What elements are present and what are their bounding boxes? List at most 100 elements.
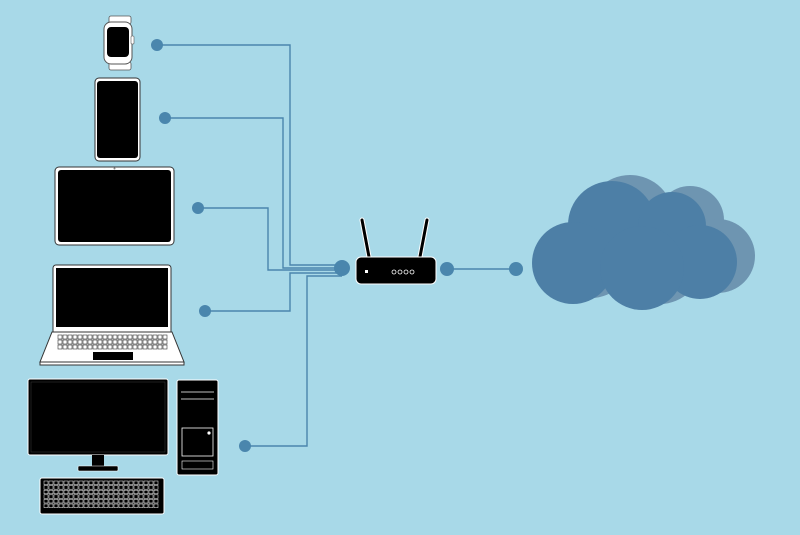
key xyxy=(153,480,159,485)
key xyxy=(92,334,98,340)
key xyxy=(143,494,149,499)
key xyxy=(103,485,109,490)
key xyxy=(132,334,138,340)
key xyxy=(132,339,138,345)
key xyxy=(108,503,114,508)
key xyxy=(58,489,64,495)
key xyxy=(138,499,144,504)
key xyxy=(127,344,133,350)
key xyxy=(132,344,138,350)
key xyxy=(77,344,83,350)
key xyxy=(93,503,99,508)
key xyxy=(108,480,114,485)
key xyxy=(103,489,109,495)
connection-nodes xyxy=(151,39,523,452)
key xyxy=(138,485,144,490)
key xyxy=(43,494,49,499)
key xyxy=(138,480,144,485)
key xyxy=(133,494,139,499)
key xyxy=(68,503,74,508)
key xyxy=(57,339,63,345)
key xyxy=(112,339,118,345)
key xyxy=(63,489,69,495)
key xyxy=(53,489,59,495)
key xyxy=(87,334,93,340)
laptop-connection-line xyxy=(205,272,342,312)
key xyxy=(128,485,134,490)
key xyxy=(123,494,129,499)
key xyxy=(48,485,54,490)
key xyxy=(98,494,104,499)
key xyxy=(98,485,104,490)
key xyxy=(68,485,74,490)
key xyxy=(118,499,124,504)
tablet-icon xyxy=(54,166,175,246)
key xyxy=(138,503,144,508)
tablet-node xyxy=(192,202,204,214)
key xyxy=(103,503,109,508)
key xyxy=(98,480,104,485)
key xyxy=(107,339,113,345)
key xyxy=(108,489,114,495)
key xyxy=(138,494,144,499)
key xyxy=(87,344,93,350)
key xyxy=(63,499,69,504)
key xyxy=(127,334,133,340)
key xyxy=(67,339,73,345)
key xyxy=(133,499,139,504)
key xyxy=(137,334,143,340)
key xyxy=(148,494,154,499)
key xyxy=(77,334,83,340)
key xyxy=(78,485,84,490)
key xyxy=(148,503,154,508)
key xyxy=(43,489,49,495)
key xyxy=(43,499,49,504)
key xyxy=(118,494,124,499)
key xyxy=(88,503,94,508)
key xyxy=(72,344,78,350)
key xyxy=(48,503,54,508)
key xyxy=(107,344,113,350)
key xyxy=(108,499,114,504)
key xyxy=(98,499,104,504)
key xyxy=(77,339,83,345)
wifi-router-icon xyxy=(355,217,437,285)
key xyxy=(72,339,78,345)
key xyxy=(88,489,94,495)
key xyxy=(58,503,64,508)
router-input-node xyxy=(334,260,350,276)
key xyxy=(133,480,139,485)
key xyxy=(83,499,89,504)
key xyxy=(152,339,158,345)
key xyxy=(108,485,114,490)
key xyxy=(73,499,79,504)
key xyxy=(97,334,103,340)
key xyxy=(88,499,94,504)
key xyxy=(83,489,89,495)
key xyxy=(142,344,148,350)
key xyxy=(107,334,113,340)
key xyxy=(117,344,123,350)
key xyxy=(128,489,134,495)
key xyxy=(73,485,79,490)
key xyxy=(83,494,89,499)
key xyxy=(123,489,129,495)
watch-node xyxy=(151,39,163,51)
key xyxy=(87,339,93,345)
cloud-node xyxy=(509,262,523,276)
key xyxy=(127,339,133,345)
key xyxy=(57,334,63,340)
key xyxy=(88,480,94,485)
key xyxy=(97,339,103,345)
key xyxy=(153,494,159,499)
key xyxy=(67,344,73,350)
key xyxy=(123,485,129,490)
key xyxy=(68,499,74,504)
key xyxy=(93,499,99,504)
key xyxy=(83,503,89,508)
key xyxy=(78,494,84,499)
key xyxy=(88,494,94,499)
watch-connection-line xyxy=(157,44,342,266)
key xyxy=(118,485,124,490)
phone-node xyxy=(159,112,171,124)
